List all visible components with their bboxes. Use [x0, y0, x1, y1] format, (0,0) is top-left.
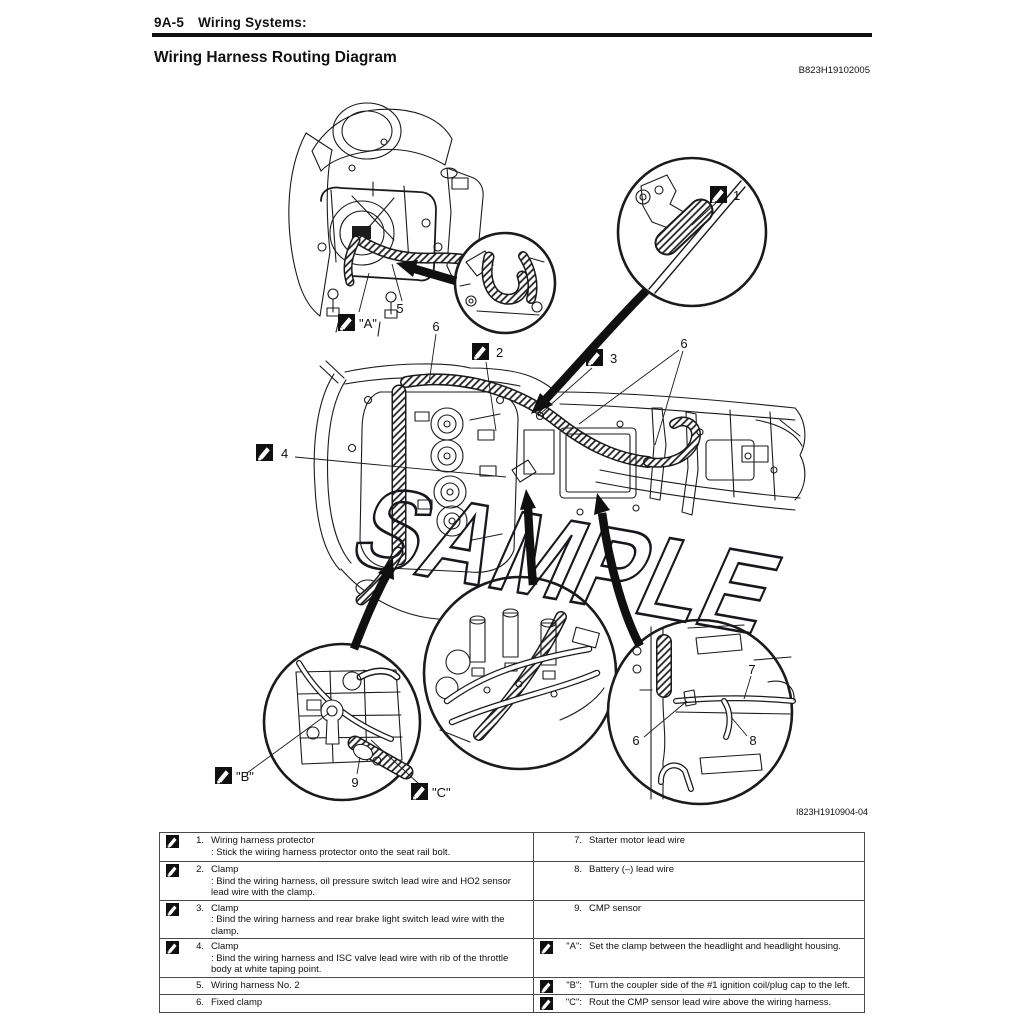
callout-label-4: 4	[281, 446, 288, 461]
instruction-icon	[338, 314, 355, 331]
callout-circle-headlight-detail	[453, 231, 557, 335]
table-row: 2. Clamp: Bind the wiring harness, oil p…	[159, 861, 865, 901]
header-rule	[152, 33, 872, 37]
callout-label-B: "B"	[236, 769, 254, 784]
callout-circle-harness-protector	[616, 156, 768, 308]
legend-item-number: 5.	[196, 979, 204, 991]
instruction-icon	[710, 186, 727, 203]
callout-label-C: "C"	[432, 785, 451, 800]
callout-circle-rear-frame	[606, 618, 794, 806]
instruction-icon	[586, 349, 603, 366]
callout-label-3: 3	[610, 351, 617, 366]
instruction-icon	[540, 979, 553, 993]
instruction-icon	[166, 835, 179, 848]
legend-item-text: Clamp: Bind the wiring harness and ISC v…	[211, 941, 509, 975]
legend-item-number: 7.	[574, 835, 582, 846]
instruction-icon	[540, 941, 553, 954]
callout-label-A: "A"	[359, 316, 377, 331]
callout-circle-throttle-detail	[422, 575, 618, 771]
page-header: 9A-5 Wiring Systems:	[154, 15, 307, 30]
instruction-icon	[166, 864, 179, 877]
legend-item-number: "C":	[565, 996, 582, 1008]
table-row: 4. Clamp: Bind the wiring harness and IS…	[159, 938, 865, 978]
legend-item-number: 1.	[196, 835, 204, 846]
legend-item-text: Starter motor lead wire	[589, 835, 686, 846]
instruction-icon	[215, 767, 232, 784]
legend-item-text: Battery (–) lead wire	[589, 864, 675, 875]
callout-label-7: 7	[748, 662, 755, 677]
pointer-arrows	[350, 260, 650, 651]
document-code: B823H19102005	[798, 65, 870, 76]
legend-item-number: 9.	[574, 902, 582, 914]
table-row: 1. Wiring harness protector: Stick the w…	[159, 832, 865, 862]
legend-item-number: 2.	[196, 864, 204, 875]
table-row: 6. Fixed clamp "C": Rout the CMP sensor …	[159, 993, 865, 1013]
table-row: 5. Wiring harness No. 2 "B": Turn the co…	[159, 976, 865, 995]
legend-item-number: 6.	[196, 996, 204, 1008]
main-chassis-drawing	[313, 360, 806, 621]
instruction-icon	[472, 343, 489, 360]
legend-item-text: Fixed clamp	[211, 996, 263, 1008]
headlight-assembly-drawing	[288, 102, 516, 337]
callout-label-1: 1	[733, 188, 740, 203]
callout-label-9: 9	[351, 775, 358, 790]
table-row: 3. Clamp: Bind the wiring harness and re…	[159, 899, 865, 939]
instruction-icon	[166, 941, 179, 954]
legend-item-text: Clamp: Bind the wiring harness, oil pres…	[211, 864, 511, 898]
instruction-icon	[166, 902, 179, 916]
legend-item-text: Turn the coupler side of the #1 ignition…	[589, 979, 851, 991]
legend-item-text: Wiring harness protector: Stick the wiri…	[211, 835, 451, 858]
legend-item-text: CMP sensor	[589, 902, 642, 914]
callout-label-5: 5	[396, 301, 403, 316]
legend-item-number: 4.	[196, 941, 204, 952]
callout-label-6-top: 6	[432, 319, 439, 334]
legend-item-number: 8.	[574, 864, 582, 875]
section-code: 9A-5	[154, 15, 185, 30]
legend-item-text: Set the clamp between the headlight and …	[589, 941, 841, 952]
legend-item-number: "B":	[566, 979, 582, 991]
figure-code: I823H1910904-04	[795, 807, 868, 817]
legend-table: 1. Wiring harness protector: Stick the w…	[159, 832, 865, 1013]
legend-item-number: "A":	[566, 941, 582, 952]
callout-label-6-bottom: 6	[632, 733, 639, 748]
leader-lines	[246, 202, 752, 785]
callout-label-6-right: 6	[680, 336, 687, 351]
instruction-icon	[411, 783, 428, 800]
instruction-icon	[540, 996, 553, 1010]
section-name: Wiring Systems:	[198, 15, 307, 30]
instruction-icon	[256, 444, 273, 461]
callout-label-8: 8	[749, 733, 756, 748]
page-title: Wiring Harness Routing Diagram	[154, 49, 397, 66]
legend-item-number: 3.	[196, 902, 204, 914]
callout-labels: 1 2 3 4 5 "A" 6 6 "B" 9 "C" 7 6 8	[215, 186, 757, 800]
callout-label-2: 2	[496, 345, 503, 360]
legend-item-text: Wiring harness No. 2	[211, 979, 300, 991]
legend-item-text: Rout the CMP sensor lead wire above the …	[589, 996, 832, 1008]
legend-item-text: Clamp: Bind the wiring harness and rear …	[211, 902, 505, 937]
wiring-routing-diagram: SAMPLE 1 2 3 4 5 "A" 6 6 "B" 9 "C"	[215, 102, 806, 806]
callout-circle-ignition-coil	[262, 642, 422, 802]
